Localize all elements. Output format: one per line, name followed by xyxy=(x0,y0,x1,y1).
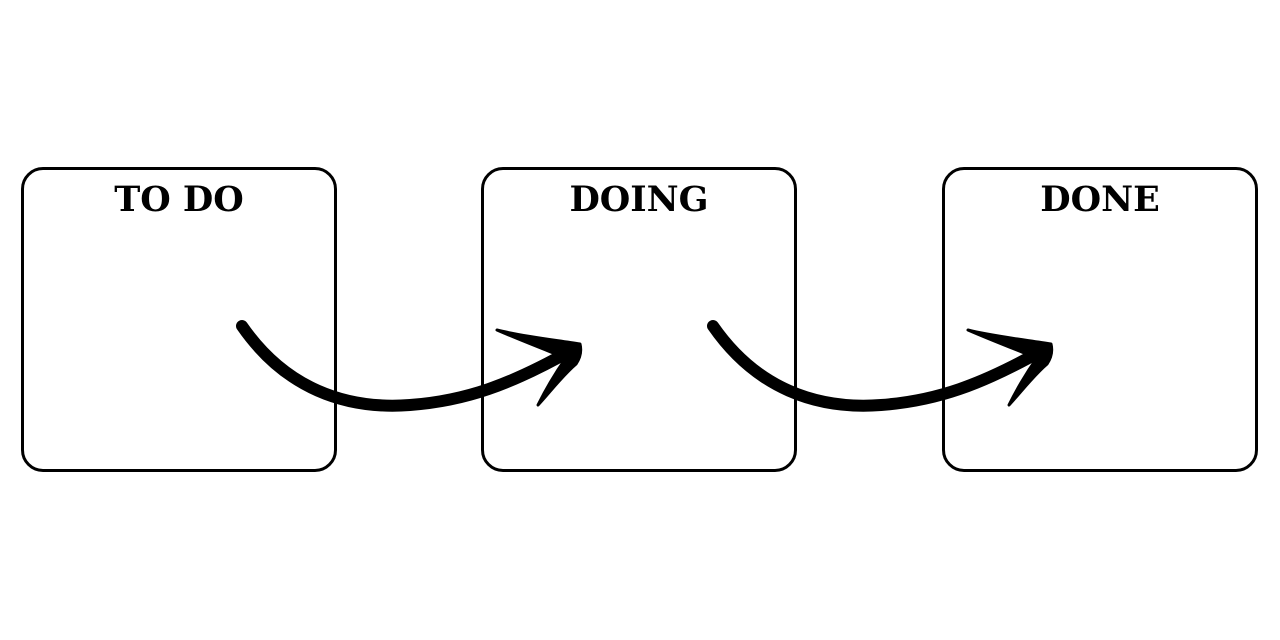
column-doing: DOING xyxy=(481,167,797,472)
column-done: DONE xyxy=(942,167,1258,472)
column-title-doing: DOING xyxy=(569,179,709,220)
column-title-done: DONE xyxy=(1040,179,1160,220)
column-todo: TO DO xyxy=(21,167,337,472)
column-title-todo: TO DO xyxy=(114,179,244,220)
